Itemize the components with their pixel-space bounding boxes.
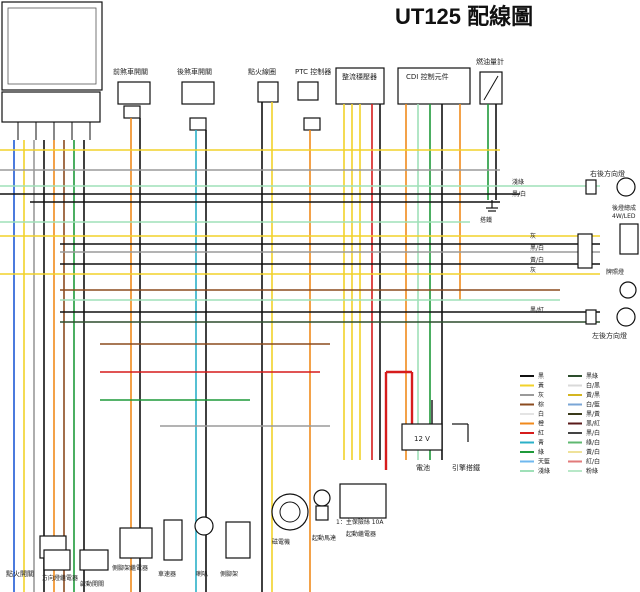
regulator: 整流穩壓器 — [335, 67, 385, 105]
legend-label: 綠 — [538, 448, 544, 456]
wire-label: 淺綠 — [512, 178, 524, 186]
plate-light: 牌照燈 — [606, 268, 637, 299]
starter-label: 起動馬達 — [312, 534, 336, 542]
front-brake-label: 前煞車開關 — [113, 67, 148, 76]
legend-label: 天藍 — [538, 458, 550, 466]
legend-label: 紅/白 — [586, 458, 600, 466]
vertical-wires — [13, 102, 497, 592]
fuse-label: 1：主保險絲 10A — [336, 518, 384, 526]
battery-label: 電池 — [416, 463, 430, 472]
wire-label: 灰 — [530, 266, 536, 274]
ignition-coil-label: 點火線圈 — [248, 67, 276, 76]
horn-label: 喇叭 — [196, 570, 208, 578]
rear-brake-label: 後煞車開關 — [177, 67, 212, 76]
rear-turn-right-label: 右後方向燈 — [590, 169, 625, 178]
legend-label: 黑/白 — [586, 429, 600, 437]
start-relay-main-label: 起動繼電器 — [346, 530, 376, 538]
legend-label: 黑/紅 — [586, 420, 600, 428]
fuel-gauge: 燃油量計 — [476, 57, 504, 105]
bottom-components: 點火開關 方向燈繼電器 啟動開關 側腳架繼電器 車速器 喇叭 側腳架 磁電機 起… — [6, 483, 387, 588]
engine-ground-label: 引擎搭鐵 — [452, 463, 480, 472]
wire-label: 黑/紅 — [530, 306, 544, 314]
legend-label: 橙 — [538, 420, 544, 428]
legend-label: 黃/白 — [586, 448, 600, 456]
speed-sensor-label: 車速器 — [158, 570, 176, 578]
wire-label-group: 淺綠 黑/白 灰 黑/白 黃/白 灰 黑/紅 — [512, 178, 544, 314]
legend-label: 黃 — [538, 382, 544, 390]
page-title: UT125 配線圖 — [395, 4, 533, 29]
start-switch-label: 啟動開關 — [80, 580, 104, 588]
cdi-unit: CDI 控制元件 — [397, 67, 471, 105]
fuel-gauge-label: 燃油量計 — [476, 57, 504, 66]
ground-label: 搭鐵 — [480, 216, 492, 224]
front-brake-switch: 前煞車開關 — [113, 67, 151, 119]
tail-light-label: 後燈總成 — [612, 204, 636, 212]
legend-label: 白/黑 — [586, 382, 600, 390]
ptc-label: PTC 控制器 — [295, 67, 331, 76]
legend-label: 黑綠 — [586, 372, 598, 380]
battery-box — [401, 423, 443, 451]
legend-label: 白/藍 — [586, 401, 600, 409]
legend-label: 黑/黃 — [586, 410, 600, 418]
plate-light-label: 牌照燈 — [606, 268, 624, 276]
side-relay-label: 側腳架繼電器 — [112, 564, 148, 572]
rear-turn-left: 左後方向燈 — [585, 307, 636, 340]
legend-label: 棕 — [538, 401, 544, 409]
regulator-label: 整流穩壓器 — [342, 72, 377, 81]
side-stand-label: 側腳架 — [220, 570, 238, 578]
wire-label: 黑/白 — [512, 190, 526, 198]
ignition-switch-block — [1, 1, 103, 140]
legend-label: 淺綠 — [538, 467, 550, 475]
wire-label: 黃/白 — [530, 256, 544, 264]
tail-light: 後燈總成 4W/LED — [577, 204, 639, 269]
battery-area: 12 V 電池 引擎搭鐵 — [384, 370, 480, 472]
wire-label: 黑/白 — [530, 244, 544, 252]
turn-relay-label: 方向燈繼電器 — [42, 574, 78, 582]
rear-brake-switch: 後煞車開關 — [177, 67, 215, 131]
ignition-coil: 點火線圈 — [248, 67, 279, 103]
start-relay-label: 點火開關 — [6, 569, 34, 578]
legend-label: 黑 — [538, 373, 544, 380]
legend-label: 灰 — [538, 391, 544, 399]
wire-label: 灰 — [530, 232, 536, 240]
cdi-label: CDI 控制元件 — [406, 72, 449, 81]
ground-symbol: 搭鐵 — [480, 200, 498, 224]
tail-light-spec: 4W/LED — [612, 213, 636, 220]
legend-label: 紅 — [538, 429, 544, 437]
ptc-controller: PTC 控制器 — [295, 67, 331, 131]
horizontal-wires — [0, 149, 600, 427]
rear-turn-right: 右後方向燈 — [585, 169, 636, 197]
legend-label: 黃/黑 — [586, 391, 600, 399]
battery-voltage: 12 V — [414, 435, 430, 443]
legend-label: 粉綠 — [586, 467, 598, 475]
legend-label: 白 — [538, 410, 544, 418]
legend-label: 青 — [538, 439, 544, 447]
rear-turn-left-label: 左後方向燈 — [592, 331, 627, 340]
magneto-label: 磁電機 — [272, 538, 290, 546]
legend-label: 綠/白 — [586, 439, 600, 447]
